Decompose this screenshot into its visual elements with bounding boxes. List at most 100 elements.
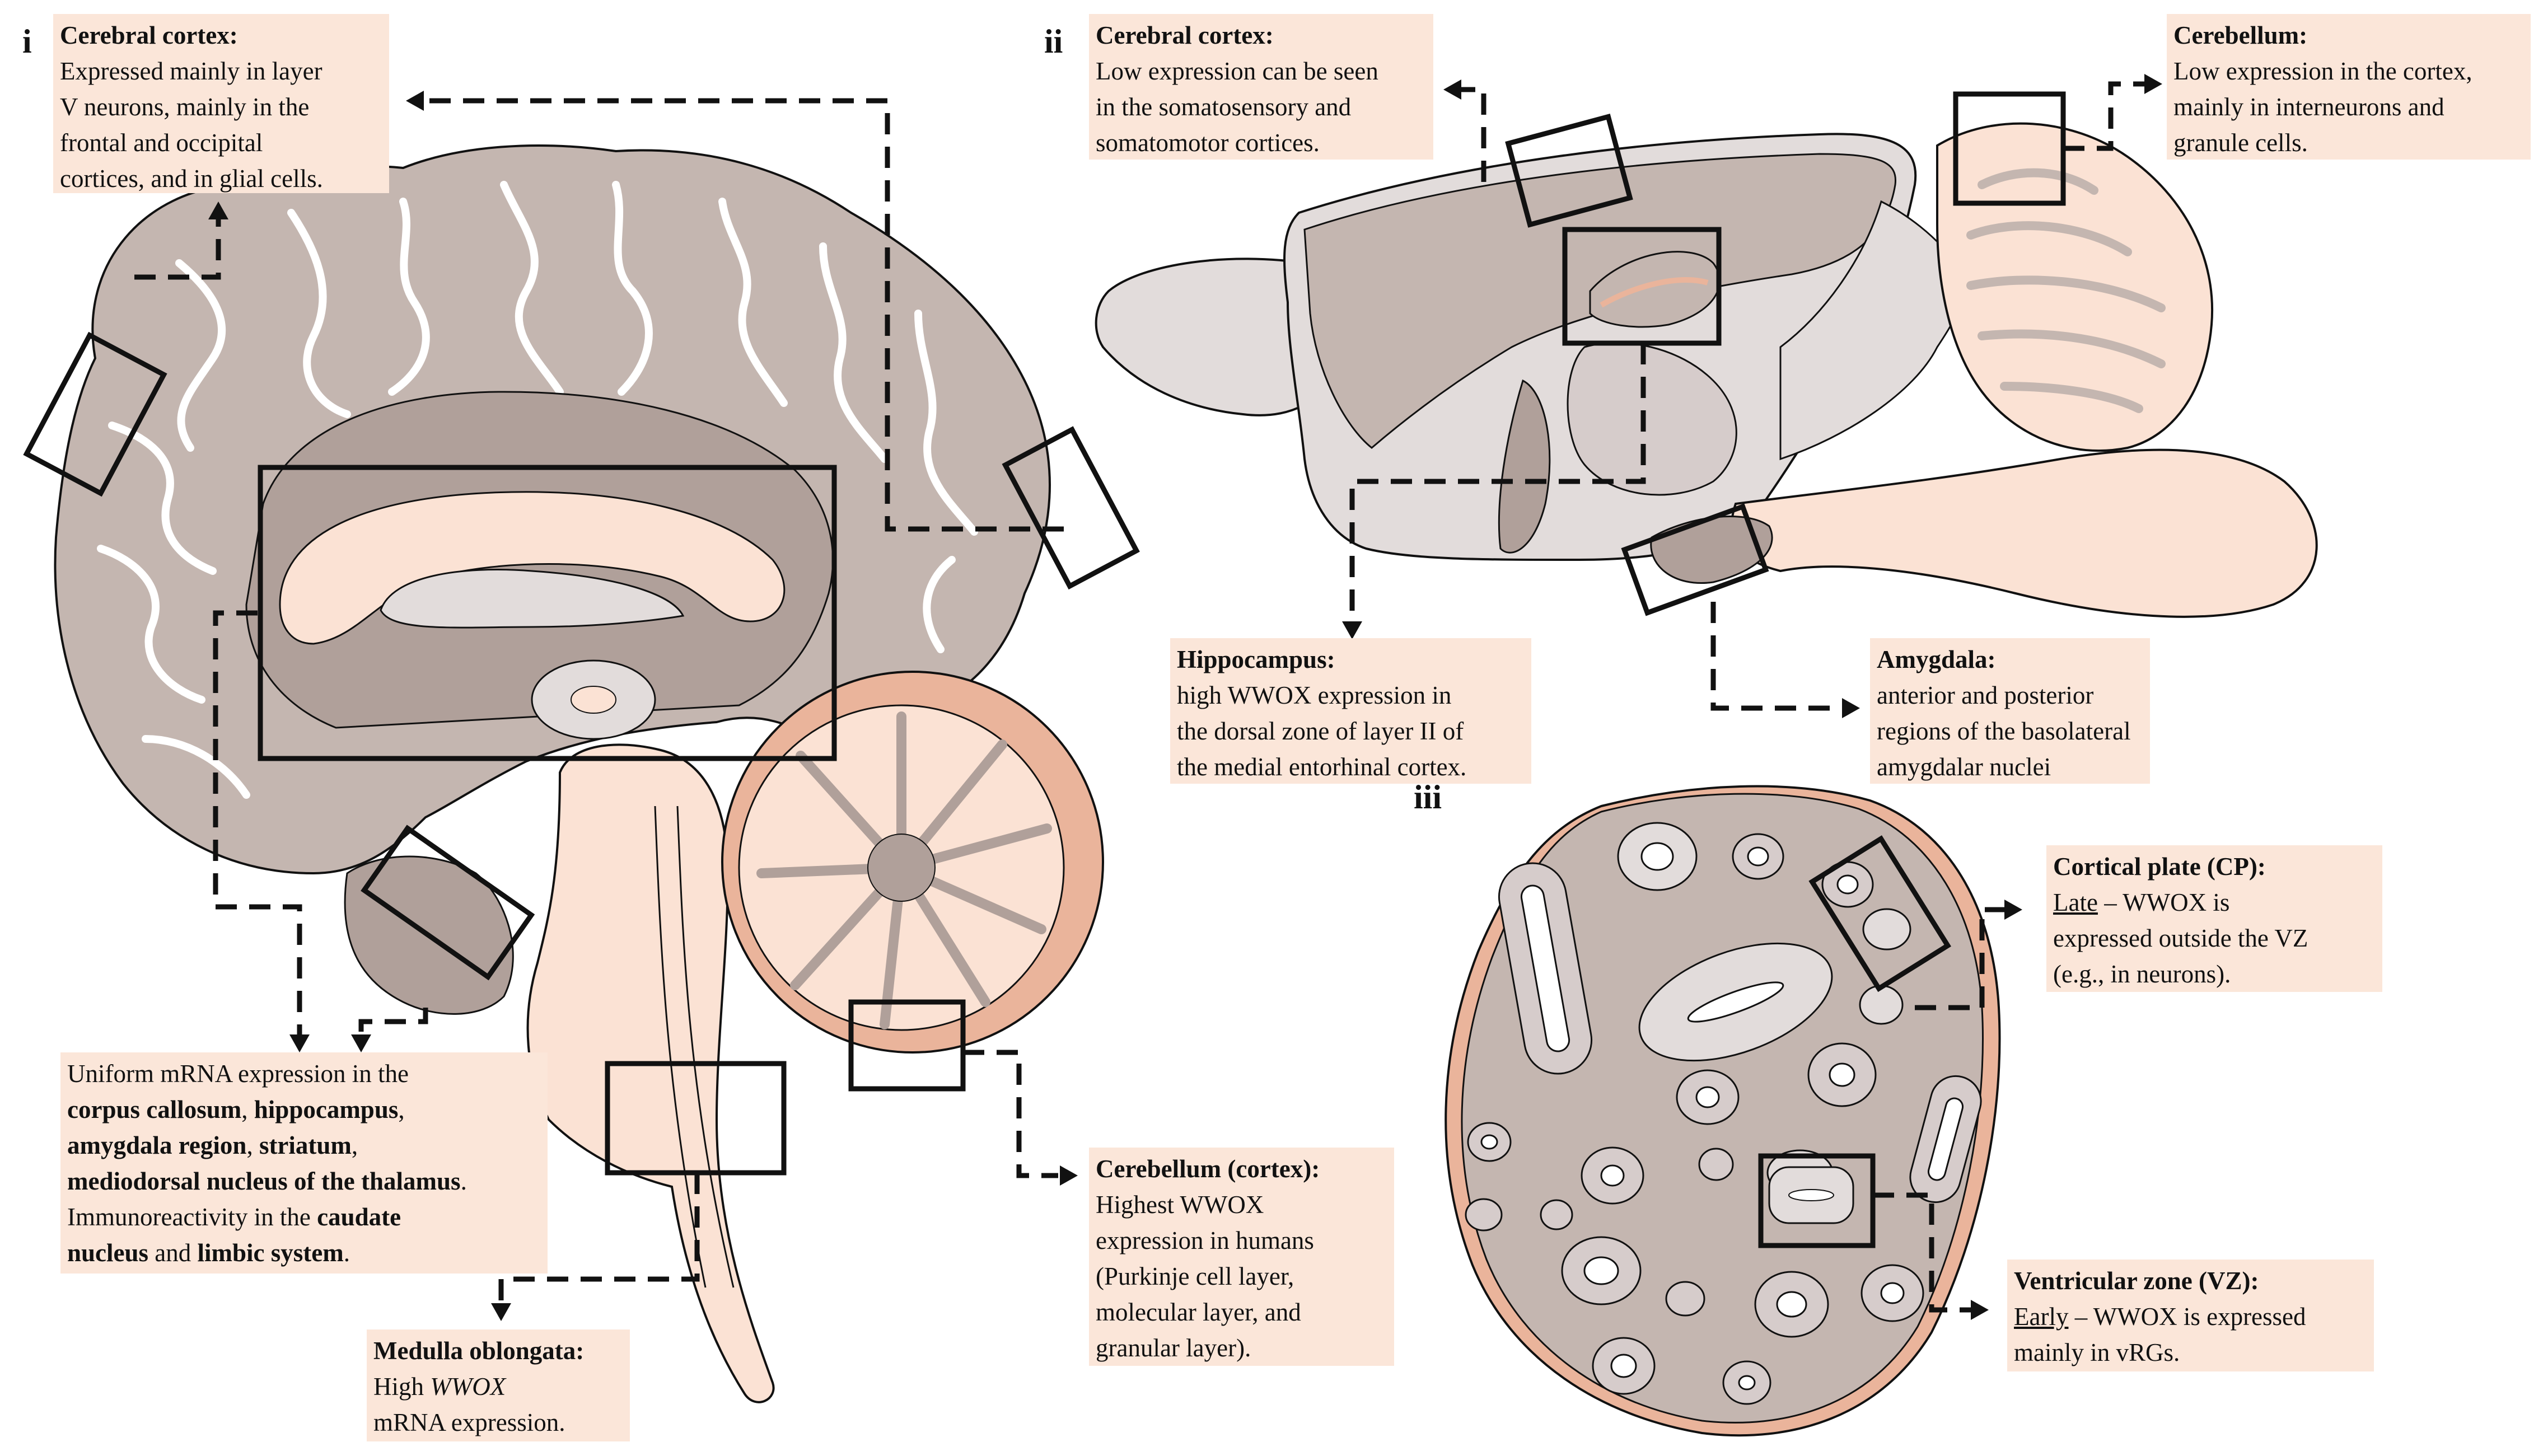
label-amygdala-mouse: Amygdala: anterior and posterior regions… [1870,638,2150,784]
term-caudate: caudate [317,1203,401,1231]
label-title: Cerebellum (cortex): [1096,1155,1320,1183]
label-cerebellum-cortex-human: Cerebellum (cortex): Highest WWOX expres… [1089,1148,1394,1366]
label-line: mRNA expression. [373,1408,565,1436]
label-line: high WWOX expression in [1177,681,1452,709]
label-ventricular-zone: Ventricular zone (VZ): Early – WWOX is e… [2007,1260,2374,1371]
panel-iii-connectors [1873,907,2004,1313]
label-line: (Purkinje cell layer, [1096,1262,1294,1290]
callout-box-limbic-region [258,465,837,761]
label-cerebral-cortex-mouse: Cerebral cortex: Low expression can be s… [1089,14,1433,160]
label-cerebral-cortex-human: Cerebral cortex: Expressed mainly in lay… [53,14,389,193]
label-line: amygdala region, striatum, [67,1127,541,1163]
label-line: mediodorsal nucleus of the thalamus. [67,1163,541,1199]
label-line: frontal and occipital [60,129,263,157]
label-title: Cerebral cortex: [1096,21,1274,49]
panel-label-i: i [22,23,32,60]
human-brain-sagittal [54,144,1104,1403]
separator: , [241,1095,254,1123]
label-line: the dorsal zone of layer II of [1177,717,1464,745]
label-line: High WWOX [373,1369,623,1404]
callout-box-cerebellar-cortex [848,999,966,1092]
label-text: High [373,1373,431,1401]
label-cortical-plate: Cortical plate (CP): Late – WWOX is expr… [2046,845,2382,992]
label-line: expression in humans [1096,1226,1314,1254]
label-line: expressed outside the VZ [2053,924,2308,952]
label-line: mainly in interneurons and [2173,93,2444,121]
label-title: Cerebral cortex: [60,21,238,49]
panel-i-arrowheads [208,91,1078,1321]
label-title: Medulla oblongata: [373,1337,585,1365]
label-line: nucleus and limbic system. [67,1235,541,1271]
callout-box-amygdala [361,825,535,981]
separator: . [343,1239,350,1267]
stage-early: Early [2014,1303,2069,1331]
label-line: Highest WWOX [1096,1191,1264,1219]
panel-ii-arrowheads [1342,74,2162,718]
label-line: cortices, and in glial cells. [60,165,323,193]
mouse-striatum-strip [1498,379,1551,554]
term-limbic-system: limbic system [197,1239,344,1267]
label-text: Immunoreactivity in the [67,1203,317,1231]
term-amygdala-region: amygdala region [67,1131,247,1159]
panel-i-connectors [134,98,1064,1304]
label-cerebellum-mouse: Cerebellum: Low expression in the cortex… [2167,14,2531,160]
label-line: Uniform mRNA expression in the [67,1060,409,1088]
callout-box-occipital-cortex [1002,426,1140,590]
mouse-hippocampus-stripe [1600,277,1709,308]
label-line: mainly in vRGs. [2014,1338,2180,1366]
separator: , [351,1131,358,1159]
label-title: Cortical plate (CP): [2053,853,2266,881]
panel-iii-arrowheads [1971,900,2022,1320]
label-line: Early – WWOX is expressed [2014,1299,2367,1335]
term-striatum: striatum [259,1131,352,1159]
label-line: anterior and posterior [1877,681,2094,709]
label-line: in the somatosensory and [1096,93,1352,121]
separator: . [460,1167,467,1195]
label-hippocampus-mouse: Hippocampus: high WWOX expression in the… [1170,638,1531,784]
panel-iii-callout-boxes [1758,835,1951,1248]
term-nucleus: nucleus [67,1239,149,1267]
spinal-canal-lines [654,806,735,1288]
separator: , [246,1131,259,1159]
label-medulla-oblongata: Medulla oblongata: High WWOX mRNA expres… [367,1329,630,1441]
mouse-brain-sagittal [1095,122,2318,618]
corpus-callosum [279,491,786,645]
label-line: corpus callosum, hippocampus, [67,1092,541,1127]
callout-box-mouse-amygdala [1621,503,1769,616]
label-line: the medial entorhinal cortex. [1177,753,1467,781]
human-gyri-sulci [97,181,978,799]
embryonic-cortex-section [1445,785,2001,1437]
thalamus-inner [571,686,616,714]
callout-box-ventricular-zone [1758,1153,1876,1248]
label-title: Amygdala: [1877,645,1996,673]
separator: , [398,1095,405,1123]
label-line: Late – WWOX is [2053,884,2376,920]
callout-box-somatosensory [1505,113,1633,228]
label-line: Low expression in the cortex, [2173,57,2472,85]
panel-label-ii: ii [1044,23,1063,60]
label-mrna-expression: Uniform mRNA expression in the corpus ca… [60,1052,548,1274]
mouse-midbrain [1567,342,1737,496]
callout-box-frontal-cortex [23,331,167,497]
label-line: V neurons, mainly in the [60,93,310,121]
label-line: regions of the basolateral [1877,717,2131,745]
label-title: Cerebellum: [2173,21,2308,49]
vz-nodule-lumen [1788,1189,1834,1201]
gene-name-italic: WWOX [430,1373,506,1401]
panel-label-iii: iii [1414,779,1442,816]
label-line: somatomotor cortices. [1096,129,1320,157]
label-line: Expressed mainly in layer [60,57,322,85]
callout-box-cortical-plate [1808,835,1951,992]
term-corpus-callosum: corpus callosum [67,1095,242,1123]
label-title: Hippocampus: [1177,645,1335,673]
label-line: amygdalar nuclei [1877,753,2051,781]
label-title: Ventricular zone (VZ): [2014,1267,2259,1295]
label-text: – WWOX is [2097,888,2230,916]
label-text: and [148,1239,198,1267]
label-line: Low expression can be seen [1096,57,1378,85]
label-text: – WWOX is expressed [2068,1303,2306,1331]
label-line: Immunoreactivity in the caudate [67,1199,541,1235]
mouse-cerebellum [1936,122,2213,452]
